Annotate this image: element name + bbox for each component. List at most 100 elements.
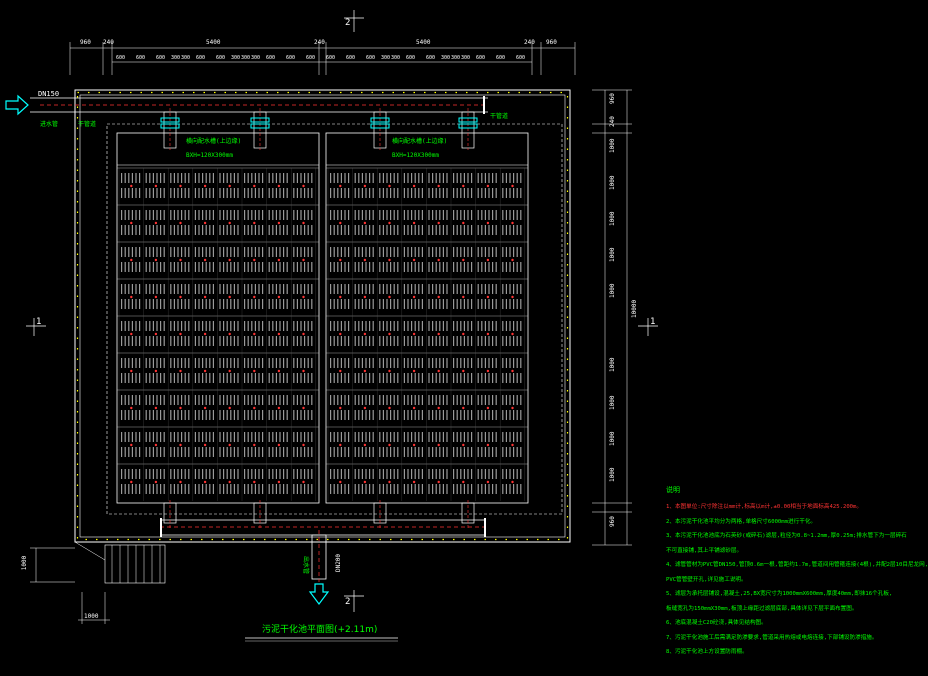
filter-slot: [460, 299, 462, 309]
filter-slot: [139, 321, 141, 331]
filter-slot: [226, 321, 228, 331]
filter-slot: [212, 373, 214, 383]
plate-node: [179, 332, 182, 336]
filter-slot: [279, 484, 281, 494]
filter-slot: [124, 432, 126, 442]
filter-slot: [421, 188, 423, 198]
filter-slot: [226, 469, 228, 479]
filter-slot: [145, 284, 147, 294]
filter-slot: [354, 469, 356, 479]
filter-slot: [223, 410, 225, 420]
top-detail-dim: 600: [216, 55, 226, 61]
filter-slot: [173, 284, 175, 294]
filter-slot: [121, 484, 123, 494]
filter-slot: [283, 188, 285, 198]
plate-node: [339, 332, 342, 336]
filter-slot: [244, 299, 246, 309]
filter-slot: [453, 410, 455, 420]
filter-slot: [477, 188, 479, 198]
filter-slot: [233, 336, 235, 346]
outlet-size-label: DN200: [335, 553, 343, 573]
filter-slot: [361, 188, 363, 198]
filter-slot: [194, 395, 196, 405]
filter-slot: [481, 284, 483, 294]
filter-slot: [212, 447, 214, 457]
filter-slot: [340, 469, 342, 479]
right-dim: 1000: [609, 431, 616, 446]
filter-slot: [198, 188, 200, 198]
filter-slot: [237, 188, 239, 198]
filter-slot: [251, 358, 253, 368]
filter-slot: [488, 225, 490, 235]
filter-slot: [379, 210, 381, 220]
filter-slot: [247, 395, 249, 405]
flange-fitting: [250, 117, 270, 123]
filter-slot: [230, 247, 232, 257]
filter-slot: [275, 358, 277, 368]
filter-slot: [251, 284, 253, 294]
filter-slot: [354, 373, 356, 383]
filter-slot: [520, 284, 522, 294]
filter-slot: [492, 469, 494, 479]
filter-slot: [502, 432, 504, 442]
plate-node: [363, 369, 367, 373]
filter-slot: [516, 262, 518, 272]
plate-node: [412, 443, 416, 447]
filter-slot: [513, 225, 515, 235]
plate-node: [253, 221, 256, 225]
filter-slot: [307, 262, 309, 272]
filter-slot: [446, 262, 448, 272]
filter-slot: [272, 447, 274, 457]
filter-slot: [272, 336, 274, 346]
filter-slot: [283, 469, 285, 479]
filter-slot: [505, 358, 507, 368]
filter-slot: [184, 373, 186, 383]
filter-slot: [432, 262, 434, 272]
filter-slot: [481, 173, 483, 183]
filter-slot: [254, 210, 256, 220]
filter-slot: [181, 410, 183, 420]
plate-node: [486, 369, 490, 373]
filter-slot: [516, 358, 518, 368]
filter-slot: [428, 373, 430, 383]
filter-slot: [502, 225, 504, 235]
filter-slot: [304, 173, 306, 183]
filter-slot: [516, 188, 518, 198]
filter-slot: [403, 432, 405, 442]
filter-slot: [330, 469, 332, 479]
filter-slot: [397, 299, 399, 309]
filter-slot: [307, 284, 309, 294]
filter-slot: [145, 447, 147, 457]
filter-slot: [237, 447, 239, 457]
filter-slot: [365, 469, 367, 479]
note-item: 7、污泥干化池施工后需满足防渗要求,管道采用热熔或电熔连接,下部铺设防渗措施。: [666, 634, 878, 641]
filter-slot: [407, 358, 409, 368]
filter-slot: [340, 484, 342, 494]
plate-node: [302, 443, 305, 447]
filter-slot: [509, 188, 511, 198]
filter-slot: [181, 447, 183, 457]
filter-slot: [337, 299, 339, 309]
filter-slot: [361, 484, 363, 494]
filter-slot: [442, 432, 444, 442]
filter-slot: [505, 173, 507, 183]
filter-slot: [397, 188, 399, 198]
filter-slot: [505, 395, 507, 405]
filter-slot: [300, 432, 302, 442]
plate-node: [228, 221, 231, 225]
filter-slot: [219, 373, 221, 383]
plate-node: [511, 406, 514, 410]
filter-slot: [453, 484, 455, 494]
filter-slot: [369, 321, 371, 331]
filter-slot: [188, 262, 190, 272]
filter-slot: [502, 284, 504, 294]
filter-slot: [365, 373, 367, 383]
filter-slot: [495, 395, 497, 405]
filter-slot: [268, 173, 270, 183]
filter-slot: [251, 484, 253, 494]
filter-slot: [286, 484, 288, 494]
filter-slot: [453, 284, 455, 294]
filter-slot: [275, 225, 277, 235]
filter-slot: [337, 432, 339, 442]
stairs: [74, 541, 166, 584]
